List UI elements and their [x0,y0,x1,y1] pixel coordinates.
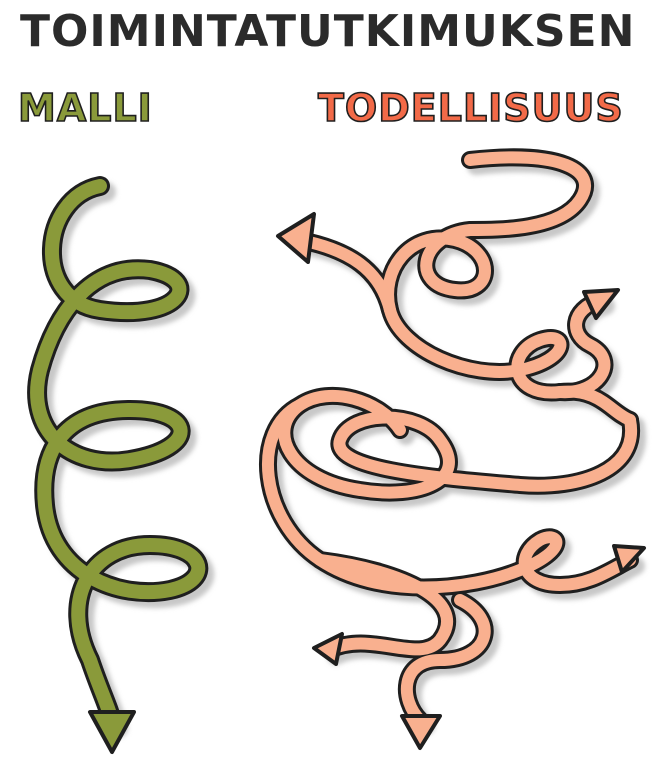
reality-tangled-arrows [268,157,644,748]
reality-arrowhead-bottom-left [314,634,342,664]
model-spiral-arrow [37,186,204,752]
reality-arrowhead-bottom-center [402,716,440,748]
model-arrowhead [90,712,134,752]
reality-arrowhead-upper-left [278,214,314,262]
